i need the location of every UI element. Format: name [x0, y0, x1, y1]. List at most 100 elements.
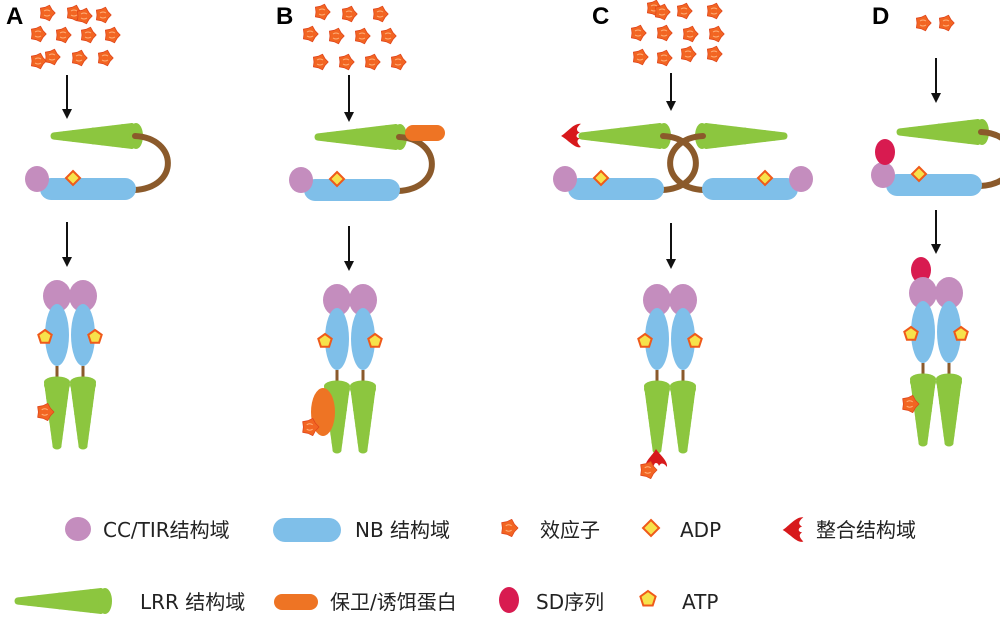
linker	[667, 133, 707, 193]
lrr-domain	[896, 119, 989, 145]
atp-icon	[367, 332, 383, 348]
legend-label-atp: ATP	[682, 590, 718, 614]
lrr-domain	[350, 380, 376, 454]
effector-icon	[373, 5, 389, 23]
effector-icon	[916, 14, 932, 32]
lrr-domain	[578, 123, 671, 149]
legend-label-nb: NB 结构域	[355, 518, 450, 542]
effector-icon	[31, 25, 47, 43]
atp-icon	[953, 325, 969, 341]
legend-label-lrr: LRR 结构域	[140, 590, 245, 614]
integrated-domain	[782, 517, 804, 542]
activated-dimer	[903, 277, 969, 447]
atp-icon	[637, 332, 653, 348]
legend-label-integrated: 整合结构域	[816, 518, 916, 542]
lrr-domain	[70, 376, 96, 450]
nb-domain	[40, 178, 136, 200]
cc-tir-domain	[935, 277, 963, 309]
effector-icon	[98, 49, 114, 67]
effector-icon	[365, 53, 381, 71]
effector-icon	[72, 49, 88, 67]
effector-cluster	[916, 14, 955, 32]
nb-domain	[351, 308, 375, 370]
linker	[131, 133, 171, 193]
nb-domain	[325, 308, 349, 370]
nb-domain	[71, 304, 95, 366]
atp-icon	[687, 332, 703, 348]
effector-icon	[707, 45, 723, 63]
effector-icon	[105, 26, 121, 44]
linker	[977, 129, 1000, 189]
nb-domain	[671, 308, 695, 370]
inactive-nlr	[553, 123, 699, 200]
panel-c	[553, 0, 813, 479]
effector-cluster	[303, 3, 407, 71]
panel-label-d: D	[872, 3, 889, 30]
adp-icon	[64, 169, 82, 187]
lrr-domain	[14, 588, 112, 614]
adp-icon	[641, 518, 661, 538]
effector-icon	[56, 26, 72, 44]
lrr-domain	[936, 373, 962, 447]
effector-icon	[37, 403, 55, 421]
effector-icon	[381, 27, 397, 45]
cc-tir-domain	[25, 166, 49, 192]
lrr-domain	[44, 376, 70, 450]
effector-icon	[677, 2, 693, 20]
effector-icon	[339, 53, 355, 71]
atp-icon	[37, 328, 53, 344]
cc-tir-domain	[789, 166, 813, 192]
nb-domain	[937, 301, 961, 363]
lrr-domain	[644, 380, 670, 454]
cc-tir-domain	[69, 280, 97, 312]
effector-icon	[655, 3, 671, 21]
adp-icon	[328, 170, 346, 188]
effector-icon	[501, 519, 519, 537]
nb-domain	[645, 308, 669, 370]
effector-cluster	[31, 4, 121, 70]
lrr-domain	[670, 380, 696, 454]
effector-icon	[40, 4, 56, 22]
nb-domain	[568, 178, 664, 200]
nb-domain	[911, 301, 935, 363]
cc-tir-domain	[323, 284, 351, 316]
legend-label-cc-tir: CC/TIR结构域	[103, 518, 230, 542]
activated-dimer	[37, 280, 103, 450]
inactive-nlr	[871, 119, 1000, 196]
legend-label-guard: 保卫/诱饵蛋白	[330, 590, 457, 614]
guard-decoy-protein	[274, 594, 318, 610]
sd-sequence	[499, 587, 519, 613]
effector-icon	[633, 48, 649, 66]
effector-icon	[45, 48, 61, 66]
panel-label-a: A	[6, 3, 23, 30]
lrr-domain	[910, 373, 936, 447]
effector-icon	[342, 5, 358, 23]
cc-tir-domain	[43, 280, 71, 312]
cc-tir-domain	[553, 166, 577, 192]
panel-a	[25, 4, 171, 450]
guard-decoy-protein	[405, 125, 445, 141]
adp-icon	[592, 169, 610, 187]
effector-icon	[81, 26, 97, 44]
effector-icon	[939, 14, 955, 32]
effector-icon	[707, 2, 723, 20]
panel-d	[871, 14, 1000, 447]
effector-icon	[96, 6, 112, 24]
atp-icon	[87, 328, 103, 344]
effector-icon	[302, 418, 320, 436]
inactive-nlr	[667, 123, 813, 200]
effector-icon	[683, 25, 699, 43]
atp-icon	[317, 332, 333, 348]
cc-tir-domain	[669, 284, 697, 316]
effector-icon	[631, 24, 647, 42]
effector-icon	[303, 25, 319, 43]
linker	[659, 133, 699, 193]
diagram-scene	[25, 0, 1000, 479]
effector-icon	[31, 52, 47, 70]
guard-decoy-protein	[311, 388, 335, 436]
legend-icons	[14, 517, 804, 614]
effector-icon	[640, 461, 658, 479]
activated-dimer	[637, 284, 703, 454]
sd-sequence	[911, 257, 931, 283]
